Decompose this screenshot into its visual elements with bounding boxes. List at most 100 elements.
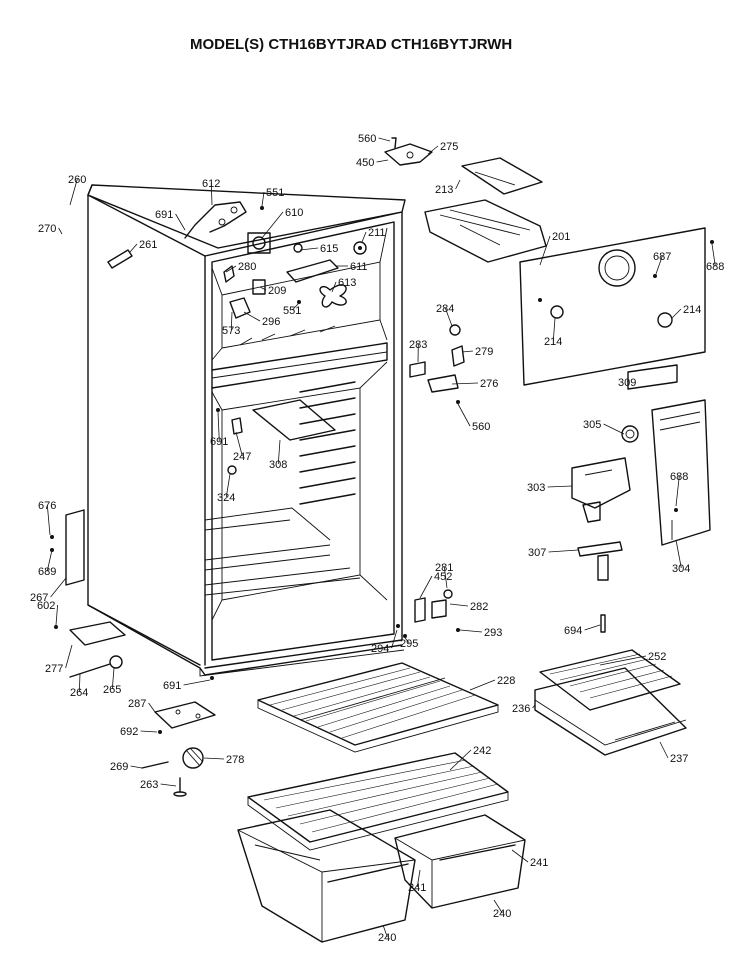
callout-leader xyxy=(459,629,483,633)
part-number-689: 689 xyxy=(38,566,56,578)
part-number-304: 304 xyxy=(672,563,690,575)
part-number-602: 602 xyxy=(37,600,55,612)
crisper-drawers xyxy=(237,809,526,943)
part-number-296: 296 xyxy=(262,316,280,328)
callout-leader xyxy=(183,679,211,686)
part-number-615: 615 xyxy=(320,243,338,255)
part-number-307: 307 xyxy=(528,547,546,559)
part-number-276: 276 xyxy=(480,378,498,390)
part-number-613: 613 xyxy=(338,277,356,289)
callout-leader xyxy=(261,211,284,239)
callout-leader xyxy=(539,235,551,266)
part-number-260: 260 xyxy=(68,174,86,186)
part-number-560: 560 xyxy=(358,133,376,145)
part-number-691: 691 xyxy=(163,680,181,692)
callout-leader xyxy=(449,603,469,607)
part-number-610: 610 xyxy=(285,207,303,219)
callout-leader xyxy=(175,213,186,231)
callout-leader xyxy=(259,286,267,291)
bottom-hinge xyxy=(141,701,216,797)
callout-leader xyxy=(225,265,237,273)
callout-leader xyxy=(46,549,53,572)
part-number-281: 281 xyxy=(435,562,453,574)
part-number-293: 293 xyxy=(484,627,502,639)
part-number-228: 228 xyxy=(497,675,515,687)
callout-leader xyxy=(416,869,421,888)
callout-leader xyxy=(584,624,601,631)
part-number-265: 265 xyxy=(103,684,121,696)
part-number-214: 214 xyxy=(683,304,701,316)
part-number-267: 267 xyxy=(30,592,48,604)
part-number-237: 237 xyxy=(670,753,688,765)
part-number-309: 309 xyxy=(618,377,636,389)
callout-leader xyxy=(419,575,433,599)
callout-leader xyxy=(547,485,573,488)
part-number-275: 275 xyxy=(440,141,458,153)
part-number-687: 687 xyxy=(653,251,671,263)
callout-leader xyxy=(548,549,579,553)
part-number-551: 551 xyxy=(266,187,284,199)
callout-leader xyxy=(457,403,471,427)
callout-leader xyxy=(626,379,629,383)
part-number-209: 209 xyxy=(268,285,286,297)
callout-leader xyxy=(493,899,503,914)
callout-leader xyxy=(461,350,474,353)
part-number-261: 261 xyxy=(139,239,157,251)
callout-leader xyxy=(210,182,213,206)
part-number-282: 282 xyxy=(470,601,488,613)
callout-leader xyxy=(225,473,231,498)
callout-leader xyxy=(711,243,716,267)
callout-leader xyxy=(69,178,78,206)
part-number-612: 612 xyxy=(202,178,220,190)
part-number-287: 287 xyxy=(128,698,146,710)
callout-leader xyxy=(277,439,281,465)
part-number-279: 279 xyxy=(475,346,493,358)
part-number-284: 284 xyxy=(436,303,454,315)
callout-leader xyxy=(404,637,410,644)
part-number-270: 270 xyxy=(38,223,56,235)
callout-leader xyxy=(148,702,156,713)
part-number-241: 241 xyxy=(530,857,548,869)
part-number-324: 324 xyxy=(217,492,235,504)
callout-leader xyxy=(243,311,261,322)
part-number-201: 201 xyxy=(552,231,570,243)
callout-leader xyxy=(160,783,177,787)
callout-leader xyxy=(671,308,682,319)
part-number-694: 694 xyxy=(564,625,582,637)
part-number-214: 214 xyxy=(544,336,562,348)
callout-leader xyxy=(469,679,496,691)
callout-leader xyxy=(361,231,367,243)
part-number-573: 573 xyxy=(222,325,240,337)
part-number-688: 688 xyxy=(706,261,724,273)
part-number-264: 264 xyxy=(70,687,88,699)
part-number-692: 692 xyxy=(120,726,138,738)
part-number-688: 688 xyxy=(670,471,688,483)
callout-leader xyxy=(455,179,461,190)
callout-leader xyxy=(58,227,63,235)
callout-leader xyxy=(376,159,389,163)
callout-leader xyxy=(382,924,388,938)
part-number-240: 240 xyxy=(378,932,396,944)
meat-pan xyxy=(534,649,687,756)
callout-leader xyxy=(675,475,680,507)
callout-leader xyxy=(655,255,663,275)
callout-leader xyxy=(50,577,67,598)
callout-leader xyxy=(130,765,143,769)
diagram-title: MODEL(S) CTH16BYTJRAD CTH16BYTJRWH xyxy=(190,36,512,53)
callout-leader xyxy=(78,673,81,693)
callout-leader xyxy=(235,431,243,457)
callout-leader xyxy=(603,423,625,435)
part-number-691: 691 xyxy=(155,209,173,221)
refrigerator-cabinet xyxy=(87,184,406,677)
part-number-611: 611 xyxy=(350,261,368,273)
part-number-240: 240 xyxy=(493,908,511,920)
part-number-560: 560 xyxy=(472,421,490,433)
part-number-308: 308 xyxy=(269,459,287,471)
temperature-control xyxy=(571,240,714,581)
callout-leader xyxy=(299,247,319,251)
callout-leader xyxy=(129,243,138,253)
part-number-263: 263 xyxy=(140,779,158,791)
callout-leader xyxy=(55,604,58,626)
part-number-213: 213 xyxy=(435,184,453,196)
